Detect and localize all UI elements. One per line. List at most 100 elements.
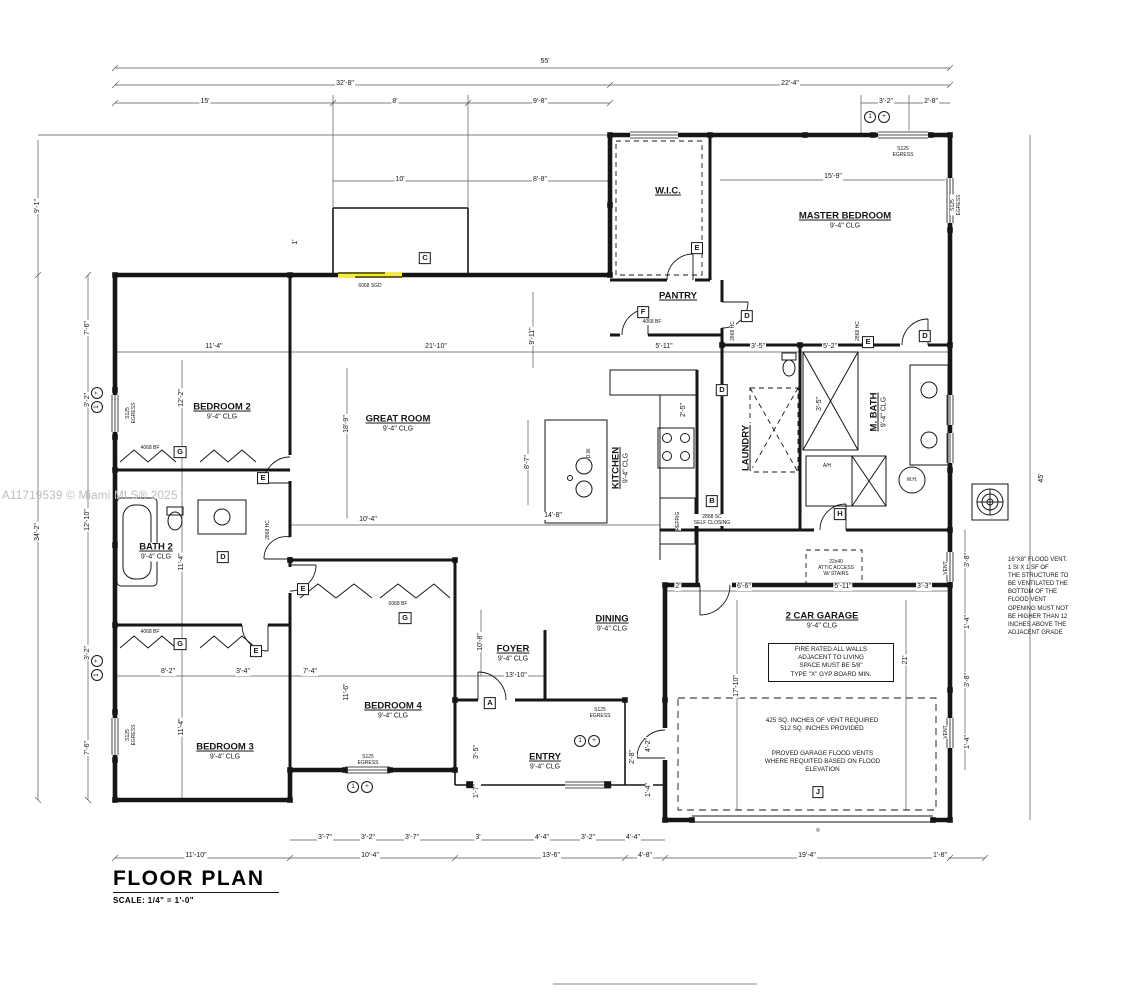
- annotation-label: 2868 HC: [855, 321, 861, 341]
- room-name: M. BATH: [868, 392, 880, 432]
- room-label: LAUNDRY: [740, 422, 753, 474]
- symbol-tag: +: [91, 387, 103, 399]
- detector-tag: 1+: [91, 655, 103, 681]
- room-name: BEDROOM 3: [196, 741, 254, 753]
- dimension-label: 8'-8": [532, 175, 548, 185]
- drawing-scale: SCALE: 1/4" = 1'-0": [113, 896, 194, 905]
- dimension-label: 9'-11": [528, 326, 538, 346]
- drawing-title: FLOOR PLAN: [113, 867, 279, 893]
- dimension-label: 55': [539, 57, 551, 67]
- dimension-label: 3'-7": [317, 833, 333, 843]
- annotation-label: 6068 SGD: [358, 283, 382, 289]
- annotation-label: 2868 HC: [730, 321, 736, 341]
- dimension-label: 32'-8": [335, 79, 355, 89]
- detector-tag: 1+: [574, 735, 600, 747]
- room-name: LAUNDRY: [740, 424, 752, 472]
- dimension-label: 3'-5": [472, 744, 482, 760]
- note-garage-vent: 425 SQ. INCHES OF VENT REQUIRED 512 SQ. …: [765, 717, 879, 733]
- dimension-label: 13'-6": [541, 851, 561, 861]
- annotation-label: D.W.: [586, 447, 592, 459]
- door-tag: E: [861, 336, 875, 348]
- circle-number-tag: 1: [574, 735, 586, 747]
- annotation-label: S125 EGRESS: [950, 194, 962, 216]
- dimension-label: 11'-4": [177, 552, 187, 572]
- room-ceiling-height: 9'-4" CLG: [497, 655, 529, 663]
- annotation-label: S125 EGRESS: [357, 754, 379, 766]
- dimension-label: 5'-11": [833, 582, 853, 592]
- dimension-label: 10'-4": [358, 515, 378, 525]
- door-tag: B: [705, 495, 719, 507]
- dimension-label: 6'-6": [736, 582, 752, 592]
- wall-markers: [112, 132, 953, 823]
- room-ceiling-height: 9'-4" CLG: [880, 396, 888, 428]
- dimension-label: 21'-10": [424, 342, 448, 352]
- door-tag: E: [256, 472, 270, 484]
- dimension-label: 10'-4": [360, 851, 380, 861]
- dimension-label: 11'-4": [177, 717, 187, 737]
- dimension-label: 3'-7": [404, 833, 420, 843]
- dimension-label: 11'-6": [342, 682, 352, 702]
- dimension-label: 2'-8": [923, 97, 939, 107]
- dimension-label: 9'-1": [33, 198, 43, 214]
- room-ceiling-height: 9'-4" CLG: [377, 712, 409, 720]
- annotation-label: 4068 BF: [140, 629, 160, 635]
- dimension-label: 11'-10": [184, 851, 208, 861]
- dimension-label: 45': [1037, 472, 1047, 484]
- dimension-label: 7'-6": [83, 320, 93, 336]
- note-fire-rated: FIRE RATED ALL WALLS ADJACENT TO LIVING …: [768, 643, 894, 682]
- detector-tag: 1+: [347, 781, 373, 793]
- dimension-label: 3'-2": [580, 833, 596, 843]
- detector-tag: 1+: [91, 387, 103, 413]
- annotation-label: 4068 BF: [642, 319, 662, 325]
- room-name: BATH 2: [139, 541, 173, 553]
- dimension-label: 3'-2": [360, 833, 376, 843]
- symbol-tag: +: [588, 735, 600, 747]
- dimension-label: 8': [391, 97, 399, 107]
- dimension-label: 4'-4": [625, 833, 641, 843]
- door-tag: D: [918, 330, 932, 342]
- dimension-label: 10'-8": [476, 632, 486, 652]
- circle-number-tag: 1: [864, 111, 876, 123]
- fixtures: [116, 351, 1009, 587]
- dimension-label: 2': [674, 582, 682, 592]
- note-garage-flood: PROVED GARAGE FLOOD VENTS WHERE REQUITED…: [764, 750, 881, 774]
- room-ceiling-height: 9'-4" CLG: [622, 452, 630, 484]
- bifold-doors: [119, 449, 451, 649]
- dimension-lines: [34, 64, 1031, 862]
- room-name: FOYER: [496, 643, 530, 655]
- dashed-outlines: [615, 140, 937, 811]
- dimension-label: 21': [901, 654, 911, 666]
- room-name: PANTRY: [659, 290, 697, 302]
- room-name: GREAT ROOM: [365, 413, 431, 425]
- room-label: W.I.C.: [653, 186, 683, 198]
- annotation-label: S125 EGRESS: [589, 707, 611, 719]
- symbol-tag: +: [878, 111, 890, 123]
- dimension-label: 34'-2": [33, 522, 43, 542]
- dimension-label: 8'-7": [523, 454, 533, 470]
- watermark: A11719539 © Miami MLS® 2025: [2, 490, 178, 502]
- dimension-label: 3'-5": [815, 396, 825, 412]
- dimension-label: 3'-5": [750, 342, 766, 352]
- dimension-label: 12'-10": [83, 508, 93, 532]
- room-name: MASTER BEDROOM: [798, 210, 892, 222]
- door-tag: E: [690, 242, 704, 254]
- dimension-label: 1'-4": [963, 614, 973, 630]
- door-tag: E: [296, 583, 310, 595]
- dimension-label: 1'-4": [644, 782, 654, 798]
- door-tag: D: [740, 310, 754, 322]
- annotation-label: 2868 HC: [265, 520, 271, 540]
- dimension-label: 7'-6": [83, 740, 93, 756]
- annotation-label: S125 EGRESS: [125, 402, 137, 424]
- dimension-label: 3'-2": [878, 97, 894, 107]
- circle-number-tag: 1: [91, 669, 103, 681]
- dimension-label: 18'-9": [342, 414, 352, 434]
- room-ceiling-height: 9'-4" CLG: [829, 222, 861, 230]
- dimension-label: 11'-4": [204, 342, 224, 352]
